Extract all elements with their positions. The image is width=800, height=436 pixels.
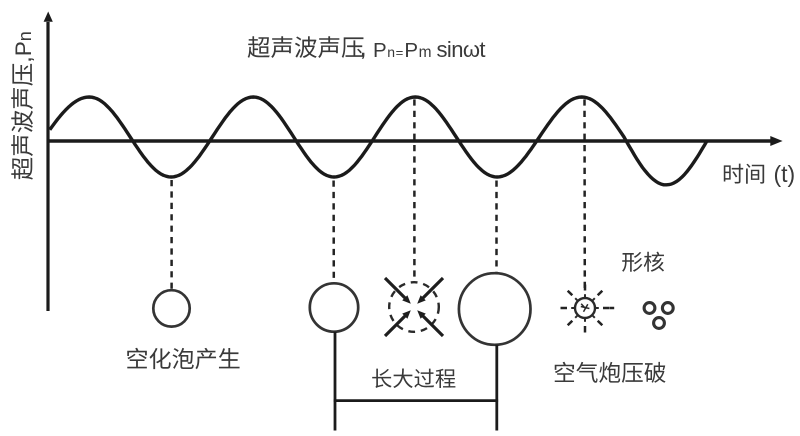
svg-text:,Pn: ,Pn (10, 31, 36, 63)
svg-text:Pn=Pm: Pn=Pm (373, 39, 432, 62)
svg-text:(t): (t) (774, 161, 796, 187)
svg-text:,: , (360, 32, 367, 62)
svg-text:sinωt: sinωt (437, 37, 486, 62)
